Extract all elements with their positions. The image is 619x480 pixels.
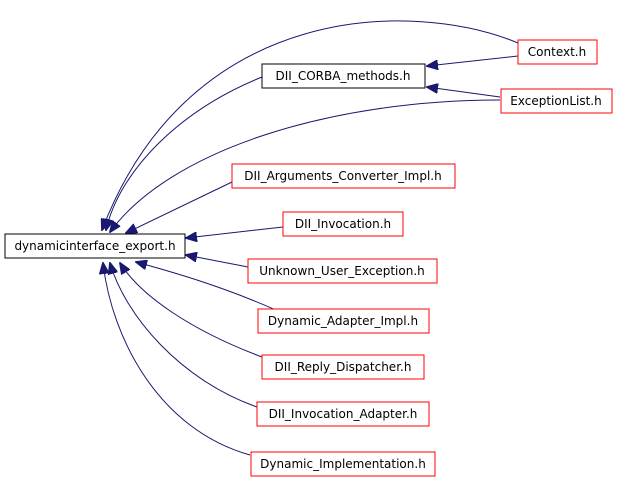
edge-unknown-user-exc-to-root — [186, 255, 249, 268]
node-box-dii-args-conv — [231, 163, 456, 189]
node-exceptionlist[interactable]: ExceptionList.h — [500, 88, 613, 114]
edge-dynamic-impl-to-root — [103, 263, 251, 456]
node-dynamicinterface-export[interactable]: dynamicinterface_export.h — [4, 233, 186, 259]
node-box-dynamic-impl — [250, 451, 436, 477]
node-dii-arguments-converter-impl[interactable]: DII_Arguments_Converter_Impl.h — [231, 163, 456, 189]
node-label-context: Context.h — [528, 45, 586, 59]
node-label-dii-reply-disp: DII_Reply_Dispatcher.h — [275, 360, 412, 374]
node-box-root — [4, 233, 186, 259]
node-label-exceptionlist: ExceptionList.h — [510, 94, 601, 108]
edge-dii-invocation-to-root — [186, 226, 284, 238]
node-dii-invocation[interactable]: DII_Invocation.h — [282, 211, 404, 237]
node-label-dynamic-adapter-impl: Dynamic_Adapter_Impl.h — [268, 314, 418, 328]
node-label-dynamic-impl: Dynamic_Implementation.h — [260, 457, 426, 471]
edge-dii-corba-methods-to-root — [106, 76, 263, 230]
node-dii-invocation-adapter[interactable]: DII_Invocation_Adapter.h — [256, 401, 430, 427]
node-box-dii-reply-disp — [261, 354, 425, 380]
node-dii-reply-dispatcher[interactable]: DII_Reply_Dispatcher.h — [261, 354, 425, 380]
node-dii-corba-methods[interactable]: DII_CORBA_methods.h — [261, 63, 426, 89]
edge-dynamic-adapter-impl-to-root — [136, 262, 279, 312]
node-unknown-user-exception[interactable]: Unknown_User_Exception.h — [247, 258, 438, 284]
node-box-unknown-user-exc — [247, 258, 438, 284]
node-box-dii-corba-methods — [261, 63, 426, 89]
edge-dii-reply-disp-to-root — [120, 263, 263, 358]
edges — [102, 20, 519, 456]
node-box-dii-invocation — [282, 211, 404, 237]
node-label-dii-args-conv: DII_Arguments_Converter_Impl.h — [244, 169, 441, 183]
edge-context-to-root — [102, 20, 519, 230]
node-label-dii-corba-methods: DII_CORBA_methods.h — [276, 69, 411, 83]
node-label-root: dynamicinterface_export.h — [14, 239, 175, 253]
node-box-context — [517, 39, 598, 65]
node-label-unknown-user-exc: Unknown_User_Exception.h — [259, 264, 425, 278]
node-box-dynamic-adapter-impl — [257, 308, 430, 334]
edge-dii-invocation-adapter-to-root — [110, 263, 258, 408]
edge-exceptionlist-to-dii-corba-methods — [427, 87, 501, 98]
node-context[interactable]: Context.h — [517, 39, 598, 65]
edge-exceptionlist-to-root — [110, 99, 501, 232]
node-dynamic-adapter-impl[interactable]: Dynamic_Adapter_Impl.h — [257, 308, 430, 334]
node-label-dii-invocation-adapter: DII_Invocation_Adapter.h — [269, 407, 418, 421]
edge-dii-args-conv-to-root — [126, 181, 233, 233]
node-label-dii-invocation: DII_Invocation.h — [295, 217, 391, 231]
node-dynamic-implementation[interactable]: Dynamic_Implementation.h — [250, 451, 436, 477]
node-box-dii-invocation-adapter — [256, 401, 430, 427]
node-box-exceptionlist — [500, 88, 613, 114]
edge-context-to-dii-corba-methods — [427, 55, 519, 66]
